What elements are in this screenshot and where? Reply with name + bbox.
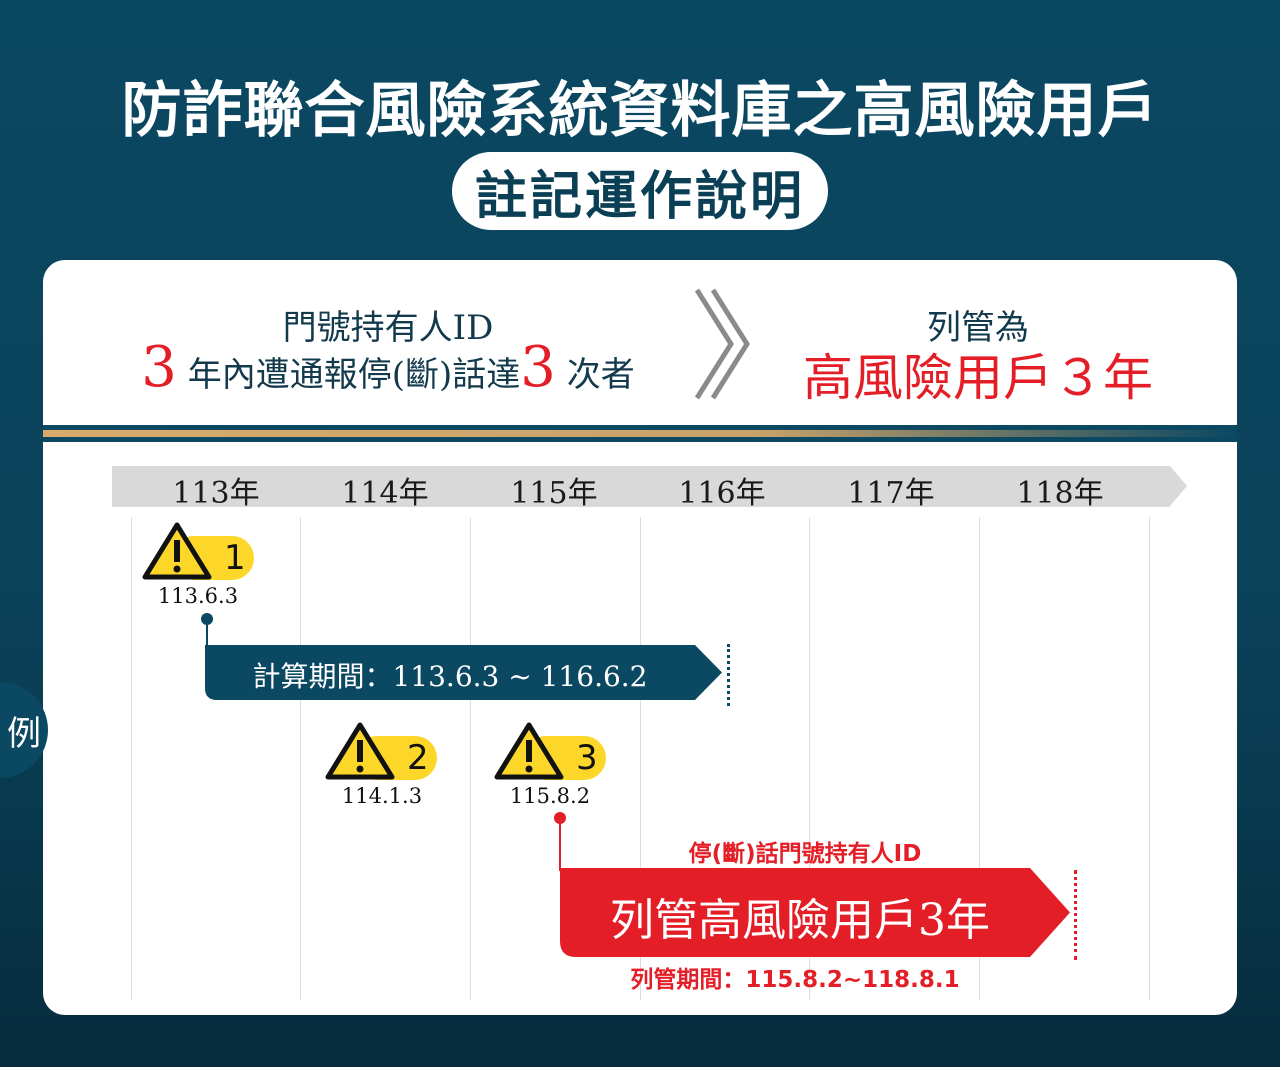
listing-subject: 停(斷)話門號持有人ID	[688, 841, 922, 867]
event-date: 113.6.3	[157, 584, 239, 608]
event-marker	[554, 812, 566, 871]
year-label: 113年	[172, 476, 260, 511]
rule-count: 3	[520, 335, 556, 400]
calc-period-arrow	[205, 645, 722, 700]
grid-line	[809, 517, 810, 1000]
page-subtitle: 註記運作說明	[452, 152, 828, 230]
year-label: 116年	[678, 476, 766, 511]
warning-icon	[325, 722, 395, 780]
year-label: 118年	[1016, 476, 1104, 511]
year-label: 117年	[847, 476, 935, 511]
report-badge-3: 3	[494, 722, 606, 780]
period-end-marker	[727, 644, 730, 706]
result-line1: 列管為	[927, 308, 1029, 348]
rule-end: 次者	[566, 355, 635, 395]
timeline-arrow-tip	[1170, 466, 1187, 506]
rule-line1: 門號持有人ID	[282, 308, 494, 348]
page-title: 防詐聯合風險系統資料庫之高風險用戶	[121, 76, 1159, 146]
listing-end-marker	[1074, 870, 1077, 960]
listing-arrow	[560, 868, 1070, 957]
example-badge: 例	[0, 682, 48, 778]
listing-period: 列管期間：115.8.2~118.8.1	[630, 967, 960, 993]
report-badge-1: 1	[142, 522, 254, 580]
calc-period-label: 計算期間：113.6.3 ~ 116.6.2	[252, 660, 648, 693]
grid-line	[470, 517, 471, 1000]
double-chevron-icon	[694, 288, 750, 400]
grid-line	[1149, 517, 1150, 1000]
year-label: 115年	[510, 476, 598, 511]
year-label: 114年	[341, 476, 429, 511]
result-line2: 高風險用戶３年	[803, 349, 1153, 407]
gold-stripe	[43, 430, 1237, 437]
rule-mid: 年內遭通報停(斷)話達	[187, 355, 521, 395]
grid-line	[979, 517, 980, 1000]
timeline-bar	[112, 466, 1170, 507]
event-date: 114.1.3	[341, 784, 423, 808]
report-badge-2: 2	[325, 722, 437, 780]
warning-icon	[142, 522, 212, 580]
warning-icon	[494, 722, 564, 780]
grid-line	[640, 517, 641, 1000]
listing-main: 列管高風險用戶3年	[610, 895, 990, 946]
event-date: 115.8.2	[509, 784, 591, 808]
grid-line	[300, 517, 301, 1000]
rule-years: 3	[141, 335, 177, 400]
grid-line	[131, 517, 132, 1000]
rule-line2: 3 年內遭通報停(斷)話達3 次者	[43, 335, 733, 400]
